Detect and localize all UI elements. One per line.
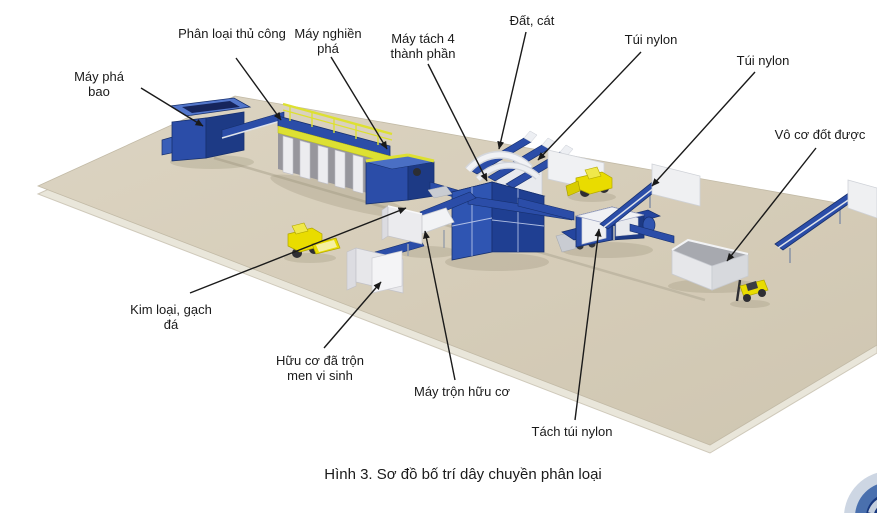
leader-arrows [140, 31, 817, 421]
bag-breaker-machine [161, 97, 285, 162]
wheel-loader-left [287, 222, 341, 258]
arrow-tach-tui-nylon [574, 228, 602, 421]
far-right-conveyor [774, 187, 865, 263]
arrow-tui-nylon-1 [537, 51, 642, 161]
label-phan-loai-thu-cong: Phân loại thủ công [178, 26, 286, 41]
label-may-nghien-pha: Máy nghiền phá [294, 26, 362, 57]
wheel-loader-center [565, 166, 613, 197]
nylon-output-conveyor [599, 175, 669, 240]
arrow-may-tach-4 [427, 63, 488, 182]
label-may-tron-huu-co: Máy trộn hữu cơ [414, 384, 510, 399]
label-may-tach-4: Máy tách 4 thành phần [390, 31, 456, 62]
metal-brick-bay [381, 205, 423, 245]
label-tach-tui-nylon: Tách túi nylon [531, 424, 613, 439]
arrow-huu-co-da-tron [323, 281, 382, 349]
arrow-may-tron-huu-co [423, 230, 456, 381]
right-bay-wall [847, 179, 877, 219]
organization-logo [844, 472, 877, 513]
label-may-pha-bao: Máy phá bao [74, 69, 124, 100]
label-tui-nylon-2: Túi nylon [736, 53, 790, 68]
forklift-bottom-right [735, 279, 769, 302]
label-dat-cat: Đất, cát [509, 13, 555, 28]
label-huu-co-da-tron: Hữu cơ đã trộn men vi sinh [275, 353, 365, 384]
incinerable-waste-container [671, 238, 750, 291]
arrow-may-pha-bao [140, 87, 204, 127]
arrow-vo-co-dot-duoc [726, 147, 817, 262]
arrow-phan-loai-thu-cong [235, 57, 282, 121]
organic-compost-bay [346, 247, 404, 294]
label-kim-loai-gach-da: Kim loại, gạch đá [130, 302, 212, 333]
four-component-separator [419, 130, 605, 261]
arrow-may-nghien-pha [330, 56, 388, 150]
label-vo-co-dot-duoc: Vô cơ đốt được [774, 127, 866, 142]
figure-caption: Hình 3. Sơ đồ bố trí dây chuyền phân loạ… [324, 466, 602, 483]
manual-sorting-platform [277, 102, 393, 199]
arrow-dat-cat [497, 31, 527, 150]
arrow-tui-nylon-2 [651, 71, 756, 187]
arrow-kim-loai-gach-da [189, 207, 407, 294]
label-tui-nylon-1: Túi nylon [624, 32, 678, 47]
